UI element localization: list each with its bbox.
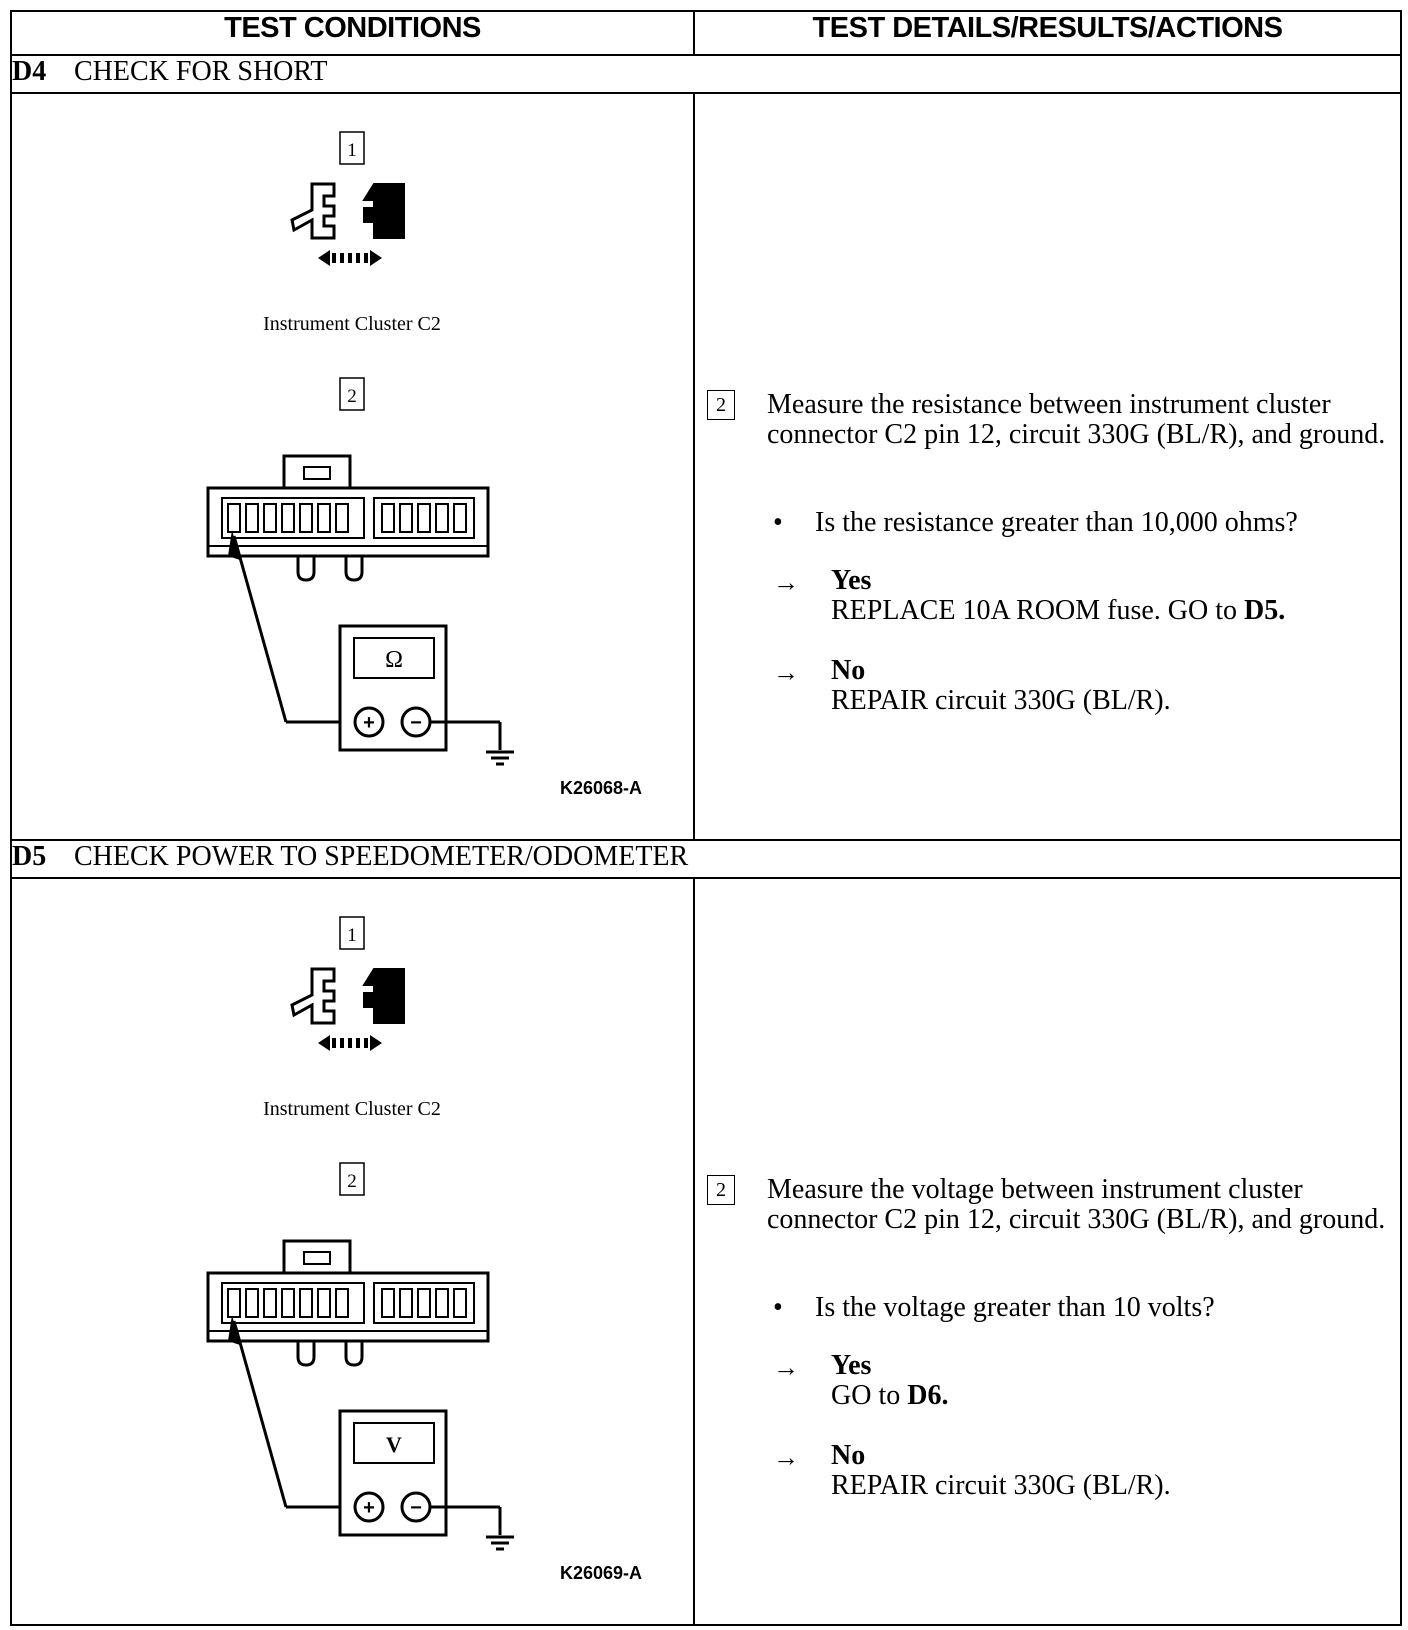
connector-disconnect-icon [290,967,405,1051]
diagnostic-page: TEST CONDITIONS TEST DETAILS/RESULTS/ACT… [10,10,1402,1626]
result-no: No REPAIR circuit 330G (BL/R). [831,656,1391,716]
result-yes: Yes REPLACE 10A ROOM fuse. GO to D5. [831,566,1391,626]
step-header-d4: D4 CHECK FOR SHORT [10,54,1402,94]
connector-disconnect-icon [290,182,405,266]
step-number-box [339,131,365,165]
column-header-details: TEST DETAILS/RESULTS/ACTIONS [693,10,1402,56]
question-text: Is the resistance greater than 10,000 oh… [815,507,1298,538]
negative-terminal: − [410,1497,422,1519]
test-details-cell-d5: 2 Measure the voltage between instrument… [693,877,1402,1626]
connector-pins [227,1288,467,1318]
test-lead [228,530,357,724]
result-yes-action: GO to [831,1380,908,1411]
instruction-number: 2 [707,1175,735,1205]
result-no-label: No [831,1440,866,1471]
test-figure-d4: 1 Instrument Cluster C2 2 [206,131,642,798]
positive-terminal: + [363,712,375,734]
ground-icon [486,750,514,766]
step-number: 2 [347,386,357,407]
test-instructions: 2 Measure the voltage between instrument… [707,1175,1387,1515]
result-yes: Yes GO to D6. [831,1351,1391,1411]
test-table: TEST CONDITIONS TEST DETAILS/RESULTS/ACT… [10,10,1402,1626]
result-no-label: No [831,655,866,686]
test-instructions: 2 Measure the resistance between instrum… [707,390,1387,730]
arrow-icon: → [773,1353,799,1382]
step-number-box [339,377,365,411]
connector-pins [227,503,467,533]
result-yes-label: Yes [831,1350,872,1381]
negative-terminal: − [410,712,422,734]
arrow-icon: → [773,1443,799,1472]
column-header-conditions: TEST CONDITIONS [10,10,695,56]
bullet-icon: • [773,507,783,538]
question-text: Is the voltage greater than 10 volts? [815,1292,1215,1323]
result-yes-target: D5. [1244,595,1286,626]
meter-display-symbol: V [386,1432,402,1457]
result-no: No REPAIR circuit 330G (BL/R). [831,1441,1391,1501]
step-number: 1 [347,925,357,946]
multimeter-icon: + − [338,624,502,752]
instruction-text: Measure the voltage between instrument c… [767,1174,1386,1235]
step-id: D4 [12,56,47,87]
step-header-d5: D5 CHECK POWER TO SPEEDOMETER/ODOMETER [10,839,1402,879]
result-no-action: REPAIR circuit 330G (BL/R). [831,685,1171,716]
arrow-icon: → [773,568,799,597]
positive-terminal: + [363,1497,375,1519]
arrow-icon: → [773,658,799,687]
bullet-icon: • [773,1292,783,1323]
test-figure-d5: 1 Instrument Cluster C2 2 [206,916,642,1583]
connector-caption: Instrument Cluster C2 [263,313,441,335]
ground-icon [486,1535,514,1551]
multimeter-icon: + − [338,1409,502,1537]
step-id: D5 [12,841,47,872]
test-lead [228,1315,357,1509]
step-title: CHECK FOR SHORT [74,56,328,87]
test-conditions-cell-d5: 1 Instrument Cluster C2 2 [10,877,695,1626]
figure-ref-code: K26069-A [560,1563,642,1583]
result-yes-action: REPLACE 10A ROOM fuse. GO to [831,595,1245,626]
connector-caption: Instrument Cluster C2 [263,1098,441,1120]
instruction-text: Measure the resistance between instrumen… [767,389,1386,450]
step-number-box [339,1162,365,1196]
result-yes-label: Yes [831,565,872,596]
step-number-box [339,916,365,950]
connector-face-icon [206,1239,490,1367]
result-no-action: REPAIR circuit 330G (BL/R). [831,1470,1171,1501]
instruction-number: 2 [707,390,735,420]
result-yes-target: D6. [907,1380,949,1411]
step-number: 2 [347,1171,357,1192]
connector-face-icon [206,454,490,582]
test-conditions-cell-d4: 1 Instrument Cluster C2 2 [10,92,695,841]
test-details-cell-d4: 2 Measure the resistance between instrum… [693,92,1402,841]
figure-ref-code: K26068-A [560,778,642,798]
meter-display-symbol: Ω [385,647,403,673]
step-number: 1 [347,140,357,161]
step-title: CHECK POWER TO SPEEDOMETER/ODOMETER [74,841,689,872]
